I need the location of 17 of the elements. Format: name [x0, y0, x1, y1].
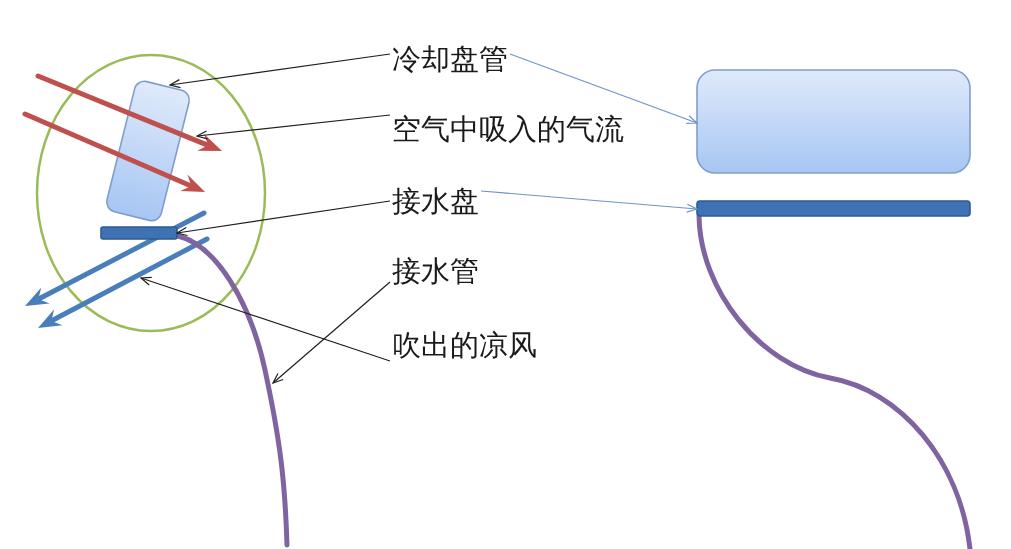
leader-line	[272, 281, 391, 384]
part-label: 空气中吸入的气流	[392, 112, 624, 146]
part-label: 接水管	[392, 254, 479, 288]
leader-line	[169, 53, 391, 89]
direction-arrows	[25, 210, 210, 328]
drip-tray	[696, 200, 971, 217]
leader-line	[480, 190, 698, 213]
leader-line	[196, 114, 391, 140]
cooling-coil	[696, 69, 971, 174]
drain-pipe-curve	[175, 233, 290, 548]
direction-arrow	[35, 73, 222, 151]
leader-line	[176, 200, 391, 237]
leader-line	[140, 276, 391, 362]
part-label: 接水盘	[392, 184, 479, 218]
leader-line	[509, 53, 698, 124]
part-label: 冷却盘管	[392, 42, 508, 76]
part-label: 吹出的凉风	[392, 328, 537, 362]
